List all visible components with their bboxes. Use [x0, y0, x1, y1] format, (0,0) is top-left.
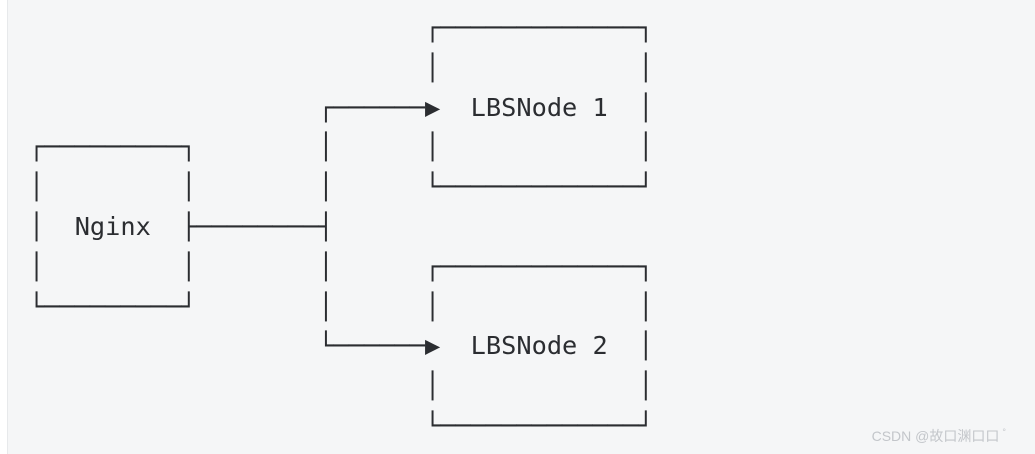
watermark-text: CSDN @故口渊口口 [871, 428, 1000, 444]
ascii-architecture-diagram: ┌─────────────┐ │ │ ┌──────▶ LBSNode 1 │… [29, 13, 654, 440]
watermark-degree-mark: ° [1002, 427, 1006, 438]
code-block: ┌─────────────┐ │ │ ┌──────▶ LBSNode 1 │… [7, 0, 1035, 454]
csdn-watermark: CSDN @故口渊口口° [872, 426, 1006, 446]
